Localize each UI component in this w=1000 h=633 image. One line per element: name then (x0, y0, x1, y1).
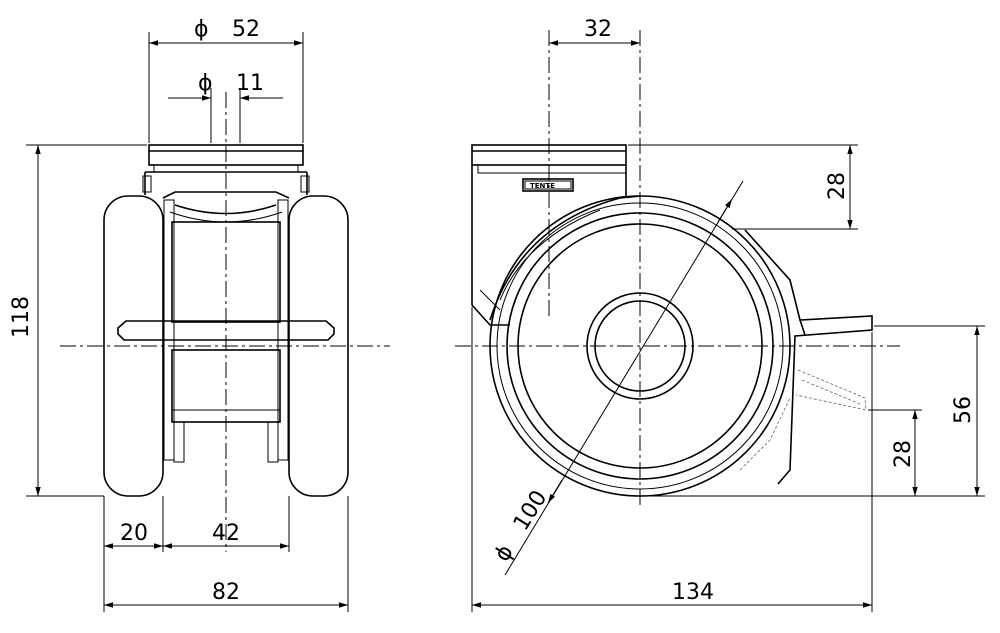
tente-brand-plate: TENTE (522, 178, 574, 192)
brand-label: TENTE (530, 182, 555, 190)
side-top-plate (471, 144, 627, 326)
wheel-diameter-value: 100 (509, 486, 552, 535)
bolt-diameter-symbol: ϕ (198, 71, 213, 96)
inner-gap-value: 42 (212, 521, 240, 546)
side-brake-lever (739, 229, 873, 485)
dim-plate-diameter: ϕ 52 (148, 17, 304, 143)
dim-bolt-diameter: ϕ 11 (168, 71, 283, 143)
dim-plate-to-wheel: 28 (628, 144, 858, 230)
side-view: TENTE ϕ 100 (455, 17, 985, 612)
dim-height: 118 (9, 144, 147, 497)
front-top-plate (142, 144, 310, 195)
wheel-width-value: 20 (120, 521, 148, 546)
brake-height-lower-value: 28 (891, 440, 916, 468)
dim-offset: 32 (549, 17, 640, 46)
dim-brake-height-upper: 56 (640, 325, 985, 497)
front-right-wheel (288, 195, 349, 497)
bolt-diameter-value: 11 (236, 71, 264, 96)
dim-overall-width: 82 (104, 580, 348, 608)
overall-length-value: 134 (672, 580, 714, 605)
plate-diameter-value: 52 (232, 17, 260, 42)
front-left-wheel (103, 195, 164, 497)
dim-wheel-diameter: ϕ 100 (490, 180, 744, 576)
front-fork (162, 191, 290, 463)
plate-to-wheel-value: 28 (825, 172, 850, 200)
side-housing-arc (489, 195, 641, 321)
dim-overall-length: 134 (471, 307, 873, 612)
offset-value: 32 (584, 17, 612, 42)
height-value: 118 (9, 296, 34, 338)
front-brake-pedal (117, 320, 335, 341)
wheel-diameter-symbol: ϕ (490, 541, 519, 567)
overall-width-value: 82 (212, 580, 240, 605)
dim-wheel-spacing: 20 42 (103, 496, 349, 612)
brake-height-upper-value: 56 (951, 396, 976, 424)
plate-diameter-symbol: ϕ (194, 17, 209, 42)
dim-brake-height-lower: 28 (868, 409, 922, 496)
front-view: ϕ 52 ϕ 11 118 20 42 (9, 17, 390, 612)
